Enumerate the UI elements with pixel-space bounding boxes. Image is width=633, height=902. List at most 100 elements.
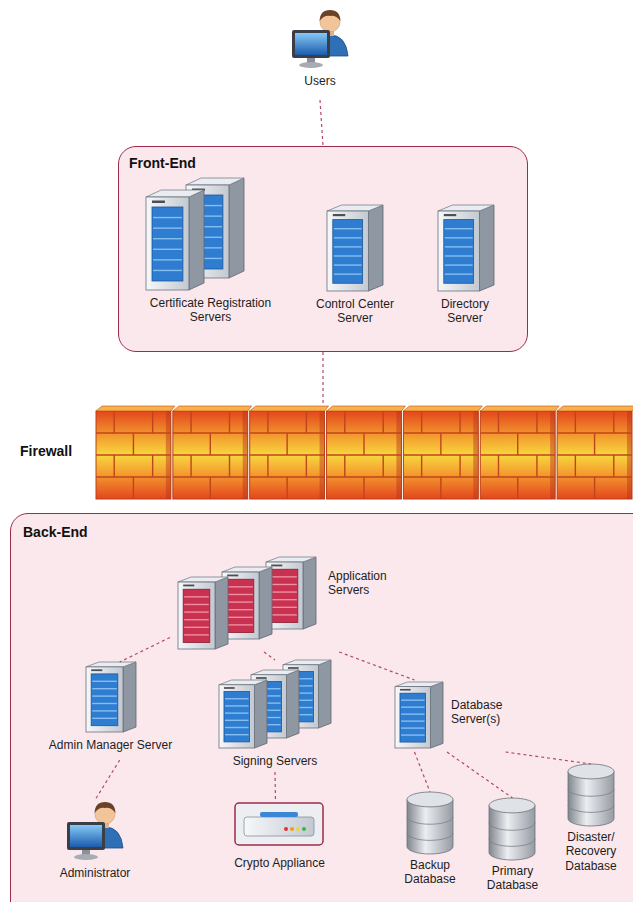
server-stripe: [272, 576, 297, 577]
server-panel: [91, 674, 118, 726]
icon-illustration: [290, 8, 350, 70]
brick-mortar: [440, 477, 441, 499]
brick-mortar: [575, 455, 576, 477]
monitor-base: [74, 854, 98, 860]
brick-block: [173, 411, 248, 499]
brick-mortar: [421, 455, 422, 477]
node-label: Directory Server: [430, 297, 500, 326]
dashed-connector: [120, 637, 170, 662]
server-stripe: [225, 734, 249, 735]
server-stripe: [225, 727, 249, 728]
server-stripe: [225, 698, 249, 699]
brick-mortar: [594, 433, 595, 455]
server-stripe: [272, 599, 297, 600]
server-stripe: [228, 594, 253, 595]
server-node: Control Center Server: [300, 205, 410, 335]
server-panel: [152, 207, 183, 281]
server-stripe: [445, 264, 473, 265]
node-label: Crypto Appliance: [212, 856, 347, 870]
appliance-node: Crypto Appliance: [212, 800, 347, 880]
server-stripe: [184, 634, 209, 635]
node-label: Application Servers: [328, 569, 403, 598]
brick-mortar: [133, 477, 134, 499]
server-stripe: [272, 607, 297, 608]
brick-mortar: [133, 433, 134, 455]
brick-mortar: [210, 433, 211, 455]
brick-mortar: [363, 433, 364, 455]
user-node: Users: [280, 8, 360, 100]
brick-top: [327, 406, 406, 411]
server-stripe: [445, 246, 473, 247]
server-stripe: [153, 217, 182, 218]
brick-mortar: [229, 411, 230, 433]
brick-mortar: [575, 411, 576, 433]
brick-top: [96, 406, 175, 411]
dashed-connector: [506, 752, 592, 764]
brick-block: [96, 411, 171, 499]
server-stripe: [228, 586, 253, 587]
brick-mortar: [459, 411, 460, 433]
server-group: Signing Servers: [205, 660, 345, 772]
brick-mortar: [363, 477, 364, 499]
server-stripe: [272, 614, 297, 615]
server-node: Admin Manager Server: [18, 662, 203, 760]
icon-illustration: [407, 792, 453, 854]
node-label: Database Server(s): [451, 698, 521, 727]
server-stripe: [184, 604, 209, 605]
server-top: [395, 682, 443, 687]
server-stripe: [334, 228, 362, 229]
server-stripe: [92, 695, 117, 696]
back-end-band: Back-EndApplication ServersAdmin Manager…: [10, 513, 633, 902]
server-light: [271, 565, 282, 567]
database-ring: [489, 839, 535, 846]
database-node: Disaster/ Recovery Database: [553, 764, 629, 876]
node-label: Signing Servers: [205, 754, 345, 768]
server-stripe: [92, 703, 117, 704]
database-body: [568, 771, 614, 826]
server-stripe: [334, 264, 362, 265]
icon-illustration: [568, 764, 614, 826]
node-label: Users: [280, 74, 360, 88]
server-stripe: [401, 713, 425, 714]
brick-block: [403, 411, 478, 499]
brick-mortar: [306, 411, 307, 433]
server-stripe: [334, 273, 362, 274]
server-stripe: [184, 611, 209, 612]
brick-mortar: [383, 411, 384, 433]
brick-mortar: [210, 477, 211, 499]
server-stripe: [153, 249, 182, 250]
server-stripe: [228, 609, 253, 610]
brick-top: [403, 406, 482, 411]
server-front: [438, 211, 479, 291]
server-side: [368, 205, 383, 291]
icon-illustration: [489, 798, 535, 860]
server-panel: [400, 693, 426, 742]
server-side: [287, 670, 300, 738]
server-stripe: [153, 227, 182, 228]
server-stripe: [401, 699, 425, 700]
brick-mortar: [229, 455, 230, 477]
server-stripe: [225, 712, 249, 713]
monitor-frame: [292, 30, 330, 58]
database-node: Backup Database: [395, 792, 465, 890]
appliance-body: [244, 817, 314, 836]
icon-illustration: [234, 802, 324, 846]
dashed-connector: [274, 772, 276, 800]
appliance-led: [296, 827, 300, 831]
server-top: [86, 662, 136, 667]
server-front: [219, 685, 255, 748]
brick-mortar: [440, 433, 441, 455]
brick-top: [173, 406, 252, 411]
brick-mortar: [267, 455, 268, 477]
brick-mortar: [190, 455, 191, 477]
server-top: [219, 680, 267, 685]
server-side: [431, 682, 444, 748]
server-top: [186, 178, 244, 185]
brick-mortar: [152, 455, 153, 477]
icon-illustration: [327, 205, 383, 291]
brick-mortar: [190, 411, 191, 433]
monitor-screen: [70, 825, 102, 847]
server-stripe: [92, 688, 117, 689]
brick-mortar: [498, 455, 499, 477]
database-body: [407, 799, 453, 854]
